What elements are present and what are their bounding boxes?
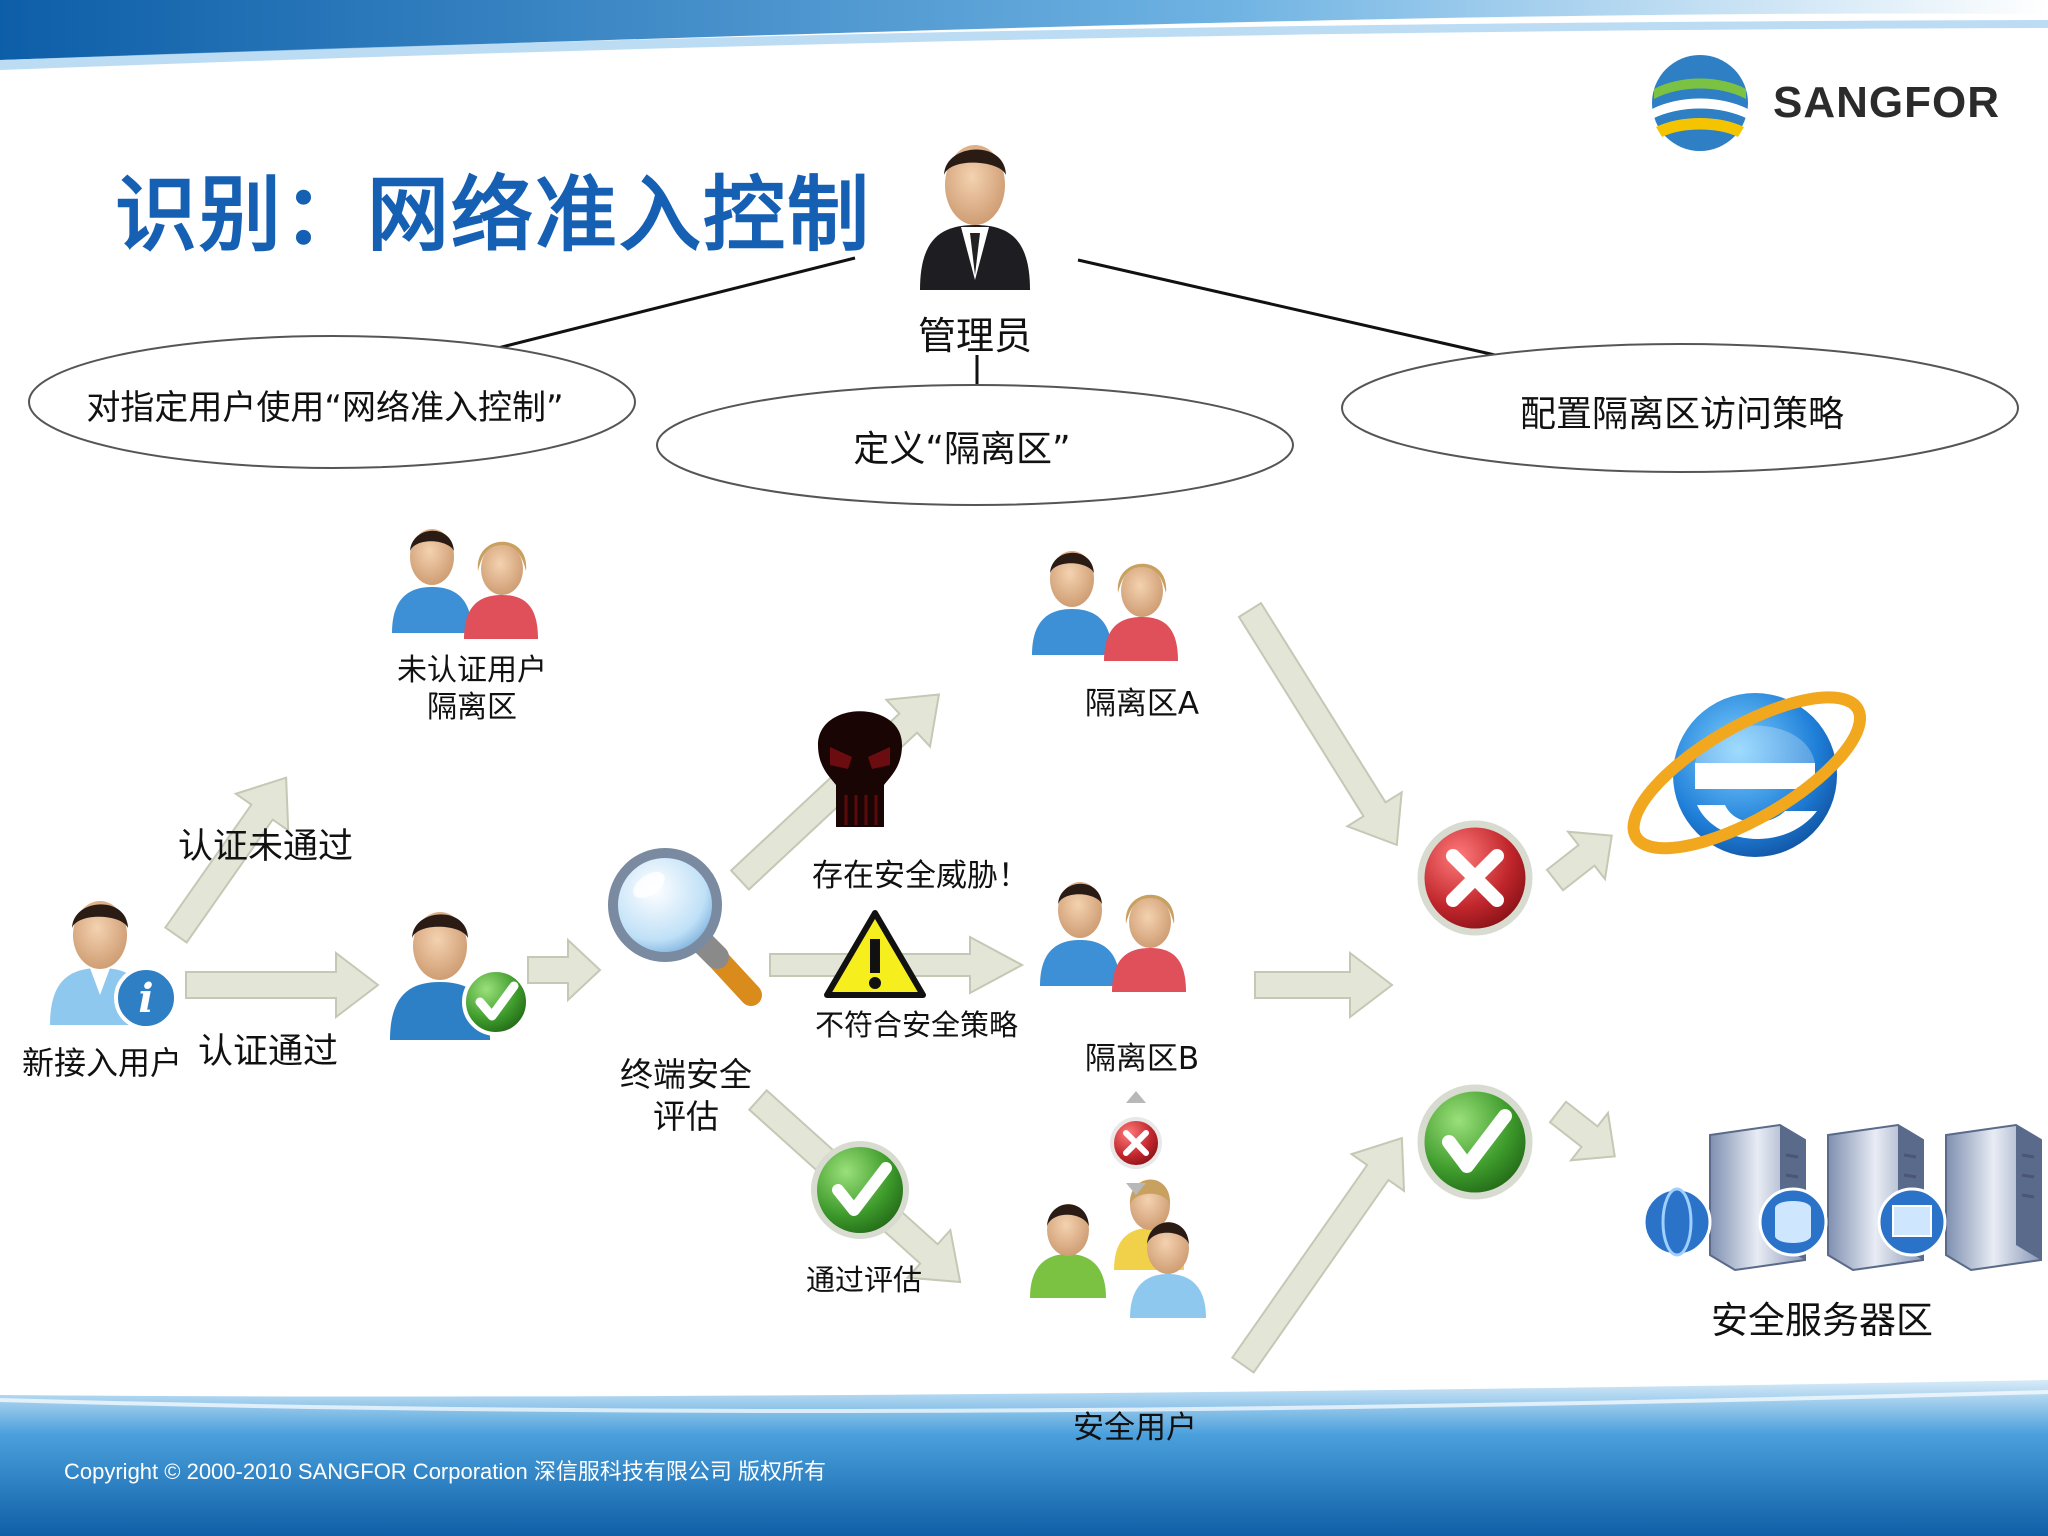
new-user-icon: i — [50, 901, 178, 1030]
authenticated-user-icon — [390, 912, 530, 1040]
reject-icon — [1417, 820, 1533, 936]
new-user-label: 新接入用户 — [21, 1044, 183, 1082]
zone-a-label: 隔离区A — [1084, 686, 1200, 722]
edge-auth-pass-label: 认证通过 — [198, 1032, 339, 1072]
threat-skull-icon — [818, 711, 902, 827]
safe-users-icon — [1030, 1179, 1206, 1318]
header-band — [0, 0, 2048, 70]
unauth-zone-label-line2: 隔离区 — [427, 690, 517, 725]
edge-policy-fail-label: 不符合安全策略 — [815, 1008, 1019, 1042]
oval-zone-policy — [1341, 343, 2019, 473]
server-rack-icon — [1642, 1123, 2042, 1272]
oval-zone-policy-label: 配置隔离区访问策略 — [1519, 394, 1845, 435]
oval-define-zone — [656, 384, 1294, 506]
page-title: 识别：网络准入控制 — [115, 168, 872, 263]
safe-users-label: 安全用户 — [1073, 1410, 1197, 1446]
oval-apply-nac-label: 对指定用户使用“网络准入控制” — [86, 388, 564, 428]
assess-pass-check-icon — [811, 1141, 909, 1239]
database-icon — [1758, 1187, 1828, 1257]
arrow-auth-fail — [163, 776, 290, 944]
unauth-zone-label-line1: 未认证用户 — [397, 653, 547, 688]
footer-band — [0, 1380, 2048, 1536]
admin-icon — [920, 145, 1030, 290]
assessment-magnifier-icon — [608, 848, 762, 1006]
assessment-label-line1: 终端安全 — [620, 1055, 752, 1094]
accept-icon — [1417, 1084, 1533, 1200]
unauth-zone-users-icon — [392, 529, 538, 639]
ovals — [28, 335, 2019, 506]
zone-b-users-icon — [1040, 882, 1186, 992]
server-zone-label: 安全服务器区 — [1711, 1299, 1933, 1342]
assessment-label-line2: 评估 — [653, 1097, 719, 1136]
admin-connectors — [489, 256, 1496, 385]
logo-text: SANGFOR — [1773, 78, 2000, 127]
footer-copyright: Copyright © 2000-2010 SANGFOR Corporatio… — [64, 1459, 826, 1484]
arrow-to-assessment — [527, 937, 602, 1003]
arrow-reject-to-internet — [1545, 830, 1613, 892]
svg-text:i: i — [138, 975, 153, 1022]
edge-threat-label: 存在安全威胁！ — [812, 858, 1029, 894]
zone-b-label: 隔离区B — [1084, 1041, 1200, 1077]
arrow-accept-to-servers — [1548, 1100, 1616, 1162]
arrow-zone-b-to-reject — [1254, 950, 1394, 1020]
oval-apply-nac — [28, 335, 636, 469]
arrow-auth-pass — [185, 950, 380, 1020]
application-window-icon — [1877, 1187, 1947, 1257]
sangfor-logo-icon — [1652, 55, 1748, 151]
internet-explorer-icon — [1627, 691, 1867, 857]
zone-a-users-icon — [1032, 551, 1178, 661]
warning-triangle-icon — [824, 910, 926, 998]
oval-define-zone-label: 定义“隔离区” — [853, 429, 1071, 470]
no-access-between-zones-icon — [1110, 1091, 1162, 1195]
web-globe-icon — [1642, 1187, 1712, 1257]
arrow-zone-a-to-reject — [1237, 601, 1403, 847]
edge-auth-fail-label: 认证未通过 — [178, 827, 354, 867]
admin-label: 管理员 — [917, 314, 1033, 358]
edge-assess-pass-label: 通过评估 — [806, 1263, 923, 1297]
arrow-safe-to-accept — [1230, 1136, 1406, 1374]
